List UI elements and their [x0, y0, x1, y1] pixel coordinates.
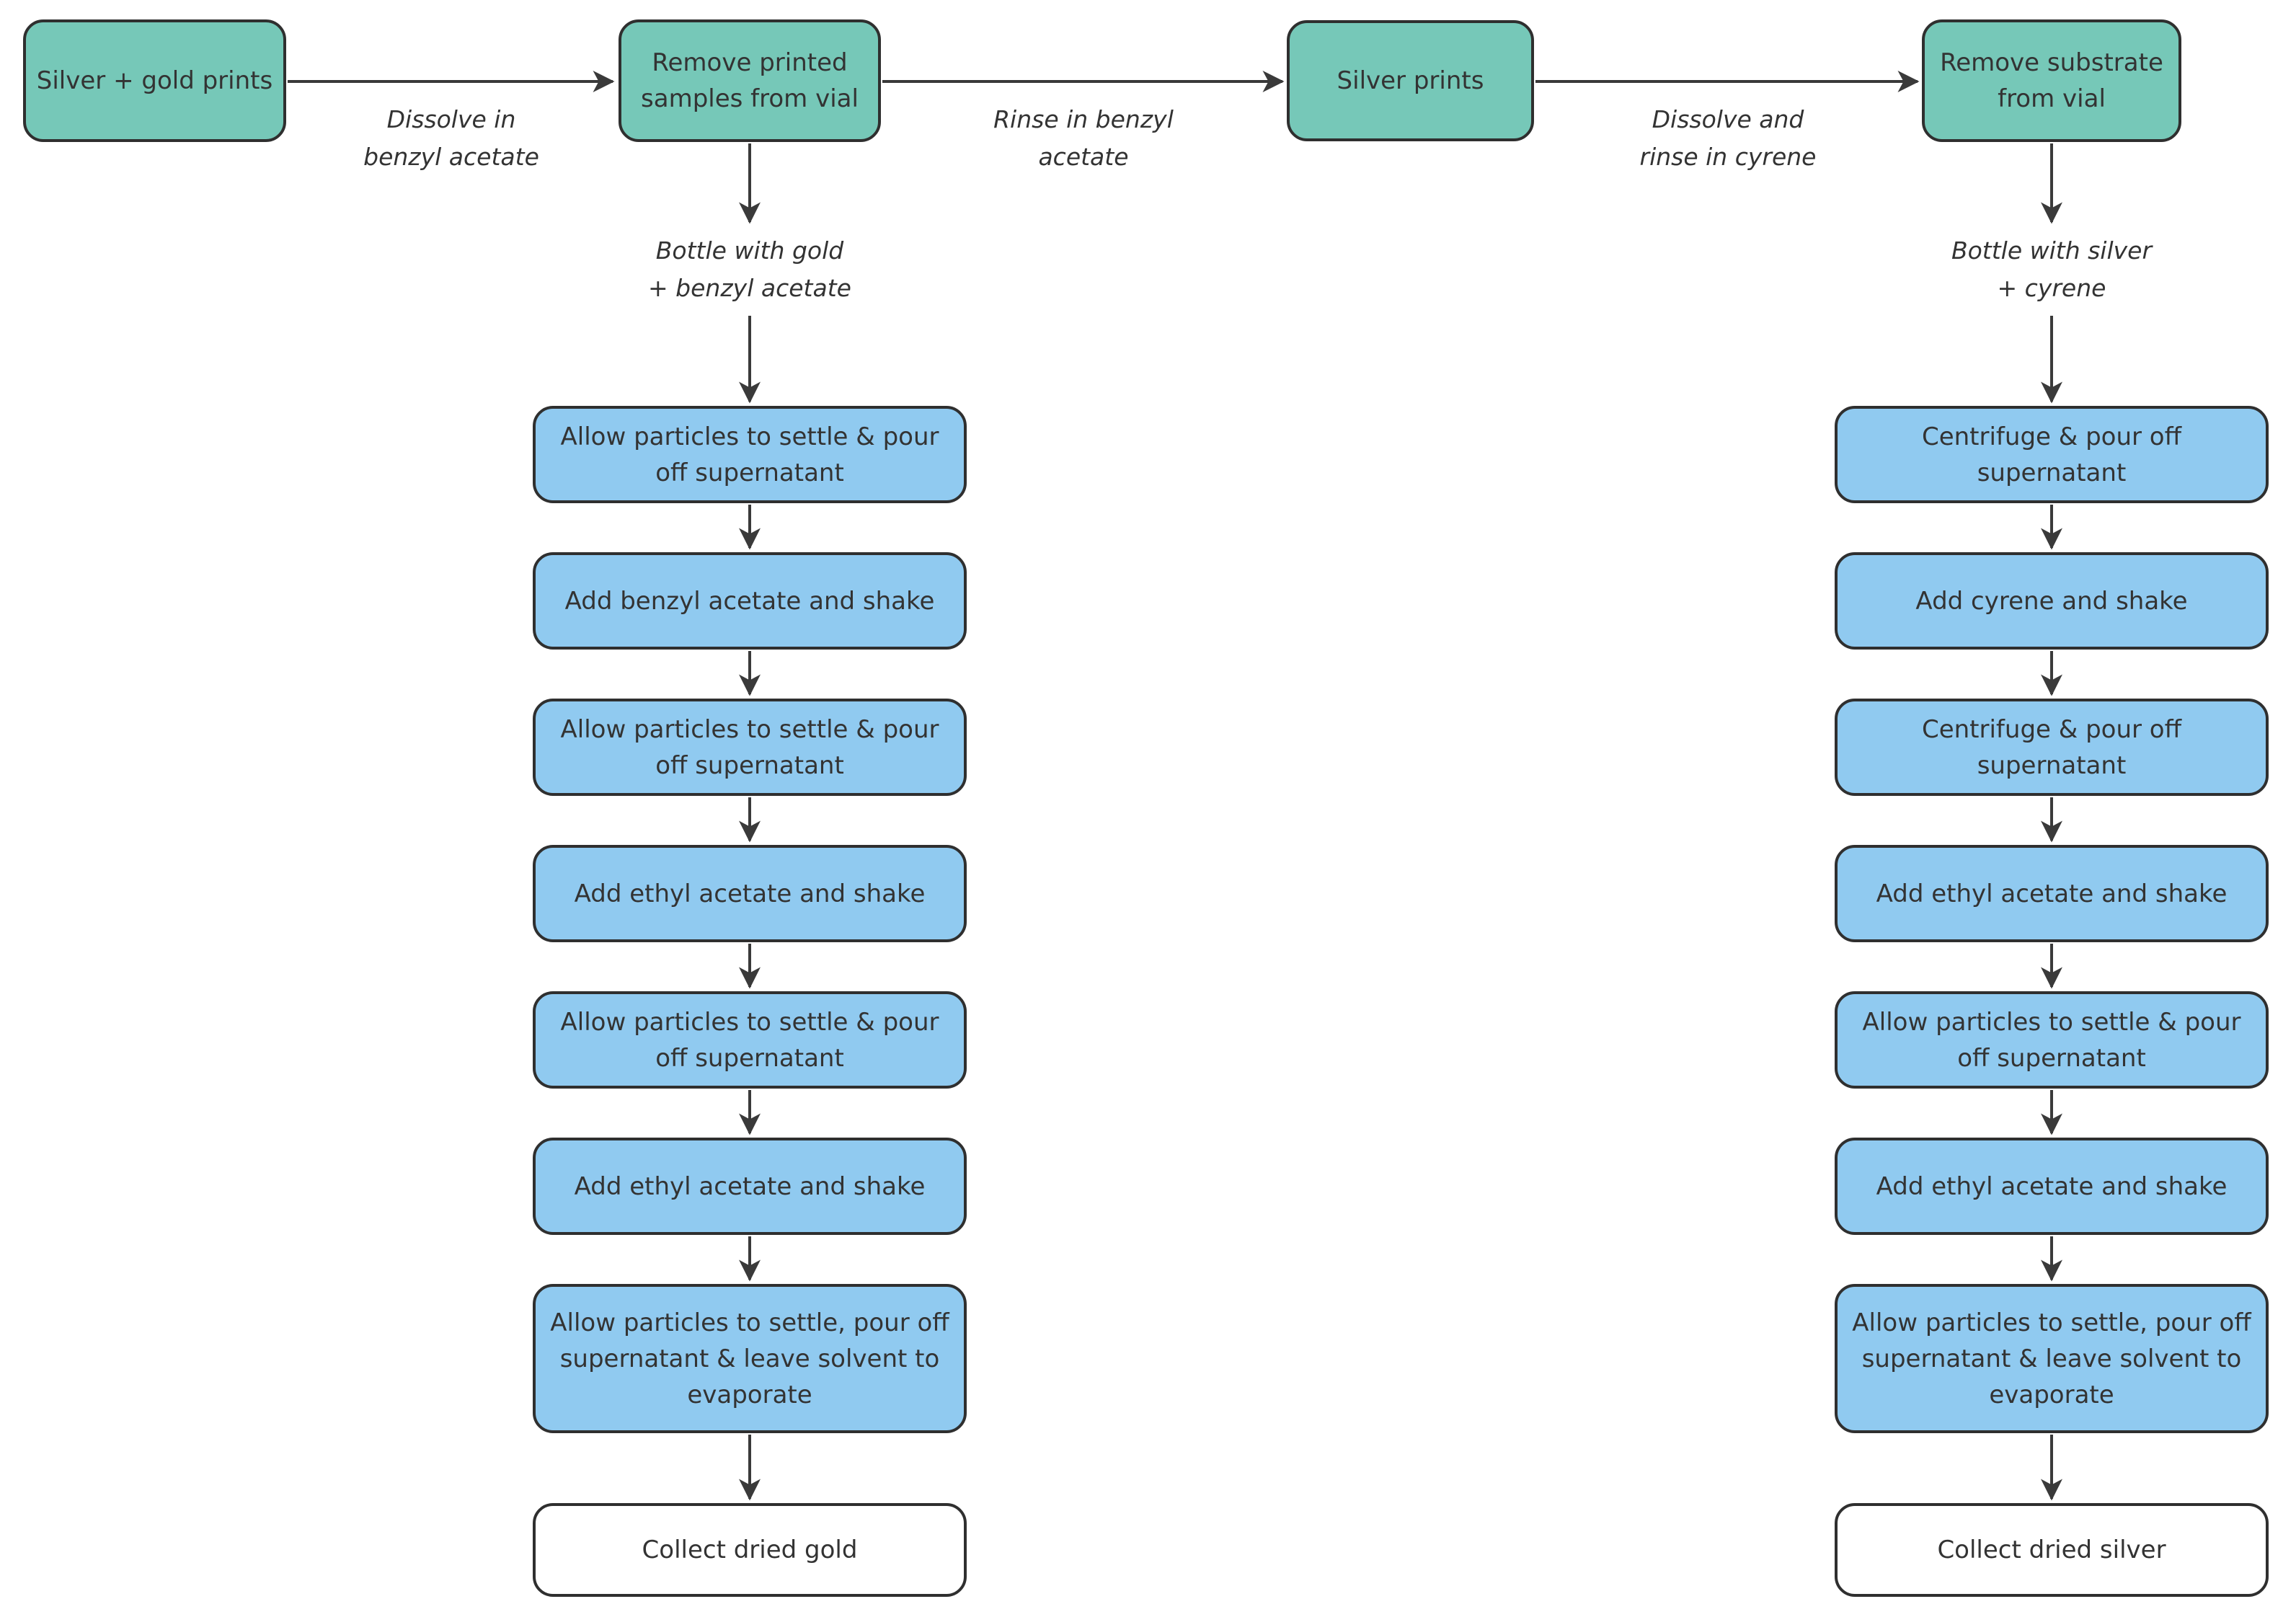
label-line: + cyrene: [1997, 274, 2106, 302]
node-label: Collect dried silver: [1937, 1532, 2166, 1568]
node-silver-step-4: Add ethyl acetate and shake: [1835, 845, 2269, 942]
node-label: Allow particles to settle & pour off sup…: [561, 1004, 939, 1076]
label-line: Bottle with gold: [655, 236, 844, 265]
node-label: Add ethyl acetate and shake: [575, 876, 926, 912]
label-line: Dissolve and: [1652, 105, 1804, 133]
node-label: Remove substrate from vial: [1940, 45, 2163, 117]
edge-label-dissolve-cyrene: Dissolve and rinse in cyrene: [1562, 101, 1894, 176]
label-line: samples from vial: [641, 84, 859, 113]
node-label: Allow particles to settle, pour off supe…: [550, 1305, 949, 1413]
label-line: supernatant: [1977, 750, 2127, 780]
label-line: off supernatant: [655, 1043, 844, 1073]
label-line: Add ethyl acetate and shake: [1876, 1171, 2228, 1201]
node-gold-step-1: Allow particles to settle & pour off sup…: [533, 406, 967, 503]
node-remove-printed-samples: Remove printed samples from vial: [619, 19, 881, 142]
label-bottle-gold: Bottle with gold + benzyl acetate: [584, 232, 916, 307]
label-line: supernatant & leave solvent to: [1861, 1344, 2242, 1373]
label-line: Allow particles to settle & pour: [1862, 1007, 2241, 1037]
label-line: acetate: [1038, 143, 1129, 171]
label-line: Rinse in benzyl: [993, 105, 1174, 133]
node-label: Add ethyl acetate and shake: [1876, 876, 2228, 912]
node-gold-step-3: Allow particles to settle & pour off sup…: [533, 699, 967, 796]
node-label: Remove printed samples from vial: [641, 45, 859, 117]
node-remove-substrate: Remove substrate from vial: [1922, 19, 2181, 142]
label-line: off supernatant: [655, 458, 844, 487]
label-line: Centrifuge & pour off: [1921, 714, 2182, 744]
node-silver-prints: Silver prints: [1287, 20, 1534, 141]
node-label: Allow particles to settle & pour off sup…: [561, 712, 939, 784]
node-label: Add ethyl acetate and shake: [575, 1169, 926, 1205]
label-bottle-silver: Bottle with silver + cyrene: [1886, 232, 2217, 307]
label-line: Collect dried gold: [642, 1536, 858, 1564]
label-line: evaporate: [687, 1380, 812, 1409]
node-silver-step-2: Add cyrene and shake: [1835, 552, 2269, 650]
edge-label-rinse-benzyl: Rinse in benzyl acetate: [918, 101, 1249, 176]
label-line: benzyl acetate: [363, 143, 539, 171]
label-line: Allow particles to settle & pour: [560, 714, 939, 744]
label-line: supernatant: [1977, 458, 2127, 487]
node-gold-step-4: Add ethyl acetate and shake: [533, 845, 967, 942]
label-line: from vial: [1998, 84, 2106, 113]
node-label: Centrifuge & pour off supernatant: [1922, 712, 2181, 784]
label-line: Remove printed: [652, 48, 848, 77]
label-line: evaporate: [1989, 1380, 2114, 1409]
node-gold-step-7: Allow particles to settle, pour off supe…: [533, 1284, 967, 1433]
node-label: Silver + gold prints: [37, 63, 272, 99]
label-line: off supernatant: [655, 750, 844, 780]
node-label: Allow particles to settle & pour off sup…: [1863, 1004, 2241, 1076]
label-line: Add ethyl acetate and shake: [574, 1171, 926, 1201]
label-line: supernatant & leave solvent to: [559, 1344, 940, 1373]
label-line: Allow particles to settle & pour: [560, 422, 939, 451]
label-line: Silver prints: [1337, 66, 1484, 95]
node-label: Add benzyl acetate and shake: [565, 583, 935, 619]
node-label: Collect dried gold: [642, 1532, 858, 1568]
node-collect-dried-silver: Collect dried silver: [1835, 1503, 2269, 1597]
edge-label-dissolve-benzyl: Dissolve in benzyl acetate: [285, 101, 617, 176]
label-line: Add cyrene and shake: [1915, 586, 2188, 616]
node-label: Silver prints: [1337, 63, 1484, 99]
label-line: Collect dried silver: [1937, 1536, 2166, 1564]
node-silver-step-5: Allow particles to settle & pour off sup…: [1835, 991, 2269, 1089]
label-line: off supernatant: [1957, 1043, 2146, 1073]
node-label: Allow particles to settle & pour off sup…: [561, 419, 939, 491]
node-collect-dried-gold: Collect dried gold: [533, 1503, 967, 1597]
label-line: Centrifuge & pour off: [1921, 422, 2182, 451]
label-line: Dissolve in: [386, 105, 516, 133]
label-line: Allow particles to settle, pour off: [550, 1308, 949, 1337]
node-label: Centrifuge & pour off supernatant: [1922, 419, 2181, 491]
node-silver-step-1: Centrifuge & pour off supernatant: [1835, 406, 2269, 503]
node-gold-step-2: Add benzyl acetate and shake: [533, 552, 967, 650]
node-label: Add ethyl acetate and shake: [1876, 1169, 2228, 1205]
node-gold-step-6: Add ethyl acetate and shake: [533, 1138, 967, 1235]
label-line: Remove substrate: [1940, 48, 2163, 77]
label-line: Allow particles to settle & pour: [560, 1007, 939, 1037]
label-line: Add ethyl acetate and shake: [1876, 879, 2228, 908]
node-silver-step-7: Allow particles to settle, pour off supe…: [1835, 1284, 2269, 1433]
node-label: Add cyrene and shake: [1915, 583, 2187, 619]
label-line: + benzyl acetate: [648, 274, 851, 302]
label-line: rinse in cyrene: [1639, 143, 1817, 171]
node-label: Allow particles to settle, pour off supe…: [1852, 1305, 2251, 1413]
label-line: Add ethyl acetate and shake: [574, 879, 926, 908]
label-line: Add benzyl acetate and shake: [564, 586, 935, 616]
label-line: Silver + gold prints: [36, 66, 273, 95]
node-silver-step-6: Add ethyl acetate and shake: [1835, 1138, 2269, 1235]
label-line: Allow particles to settle, pour off: [1852, 1308, 2251, 1337]
label-line: Bottle with silver: [1951, 236, 2153, 265]
node-silver-step-3: Centrifuge & pour off supernatant: [1835, 699, 2269, 796]
node-silver-gold-prints: Silver + gold prints: [23, 19, 286, 142]
node-gold-step-5: Allow particles to settle & pour off sup…: [533, 991, 967, 1089]
